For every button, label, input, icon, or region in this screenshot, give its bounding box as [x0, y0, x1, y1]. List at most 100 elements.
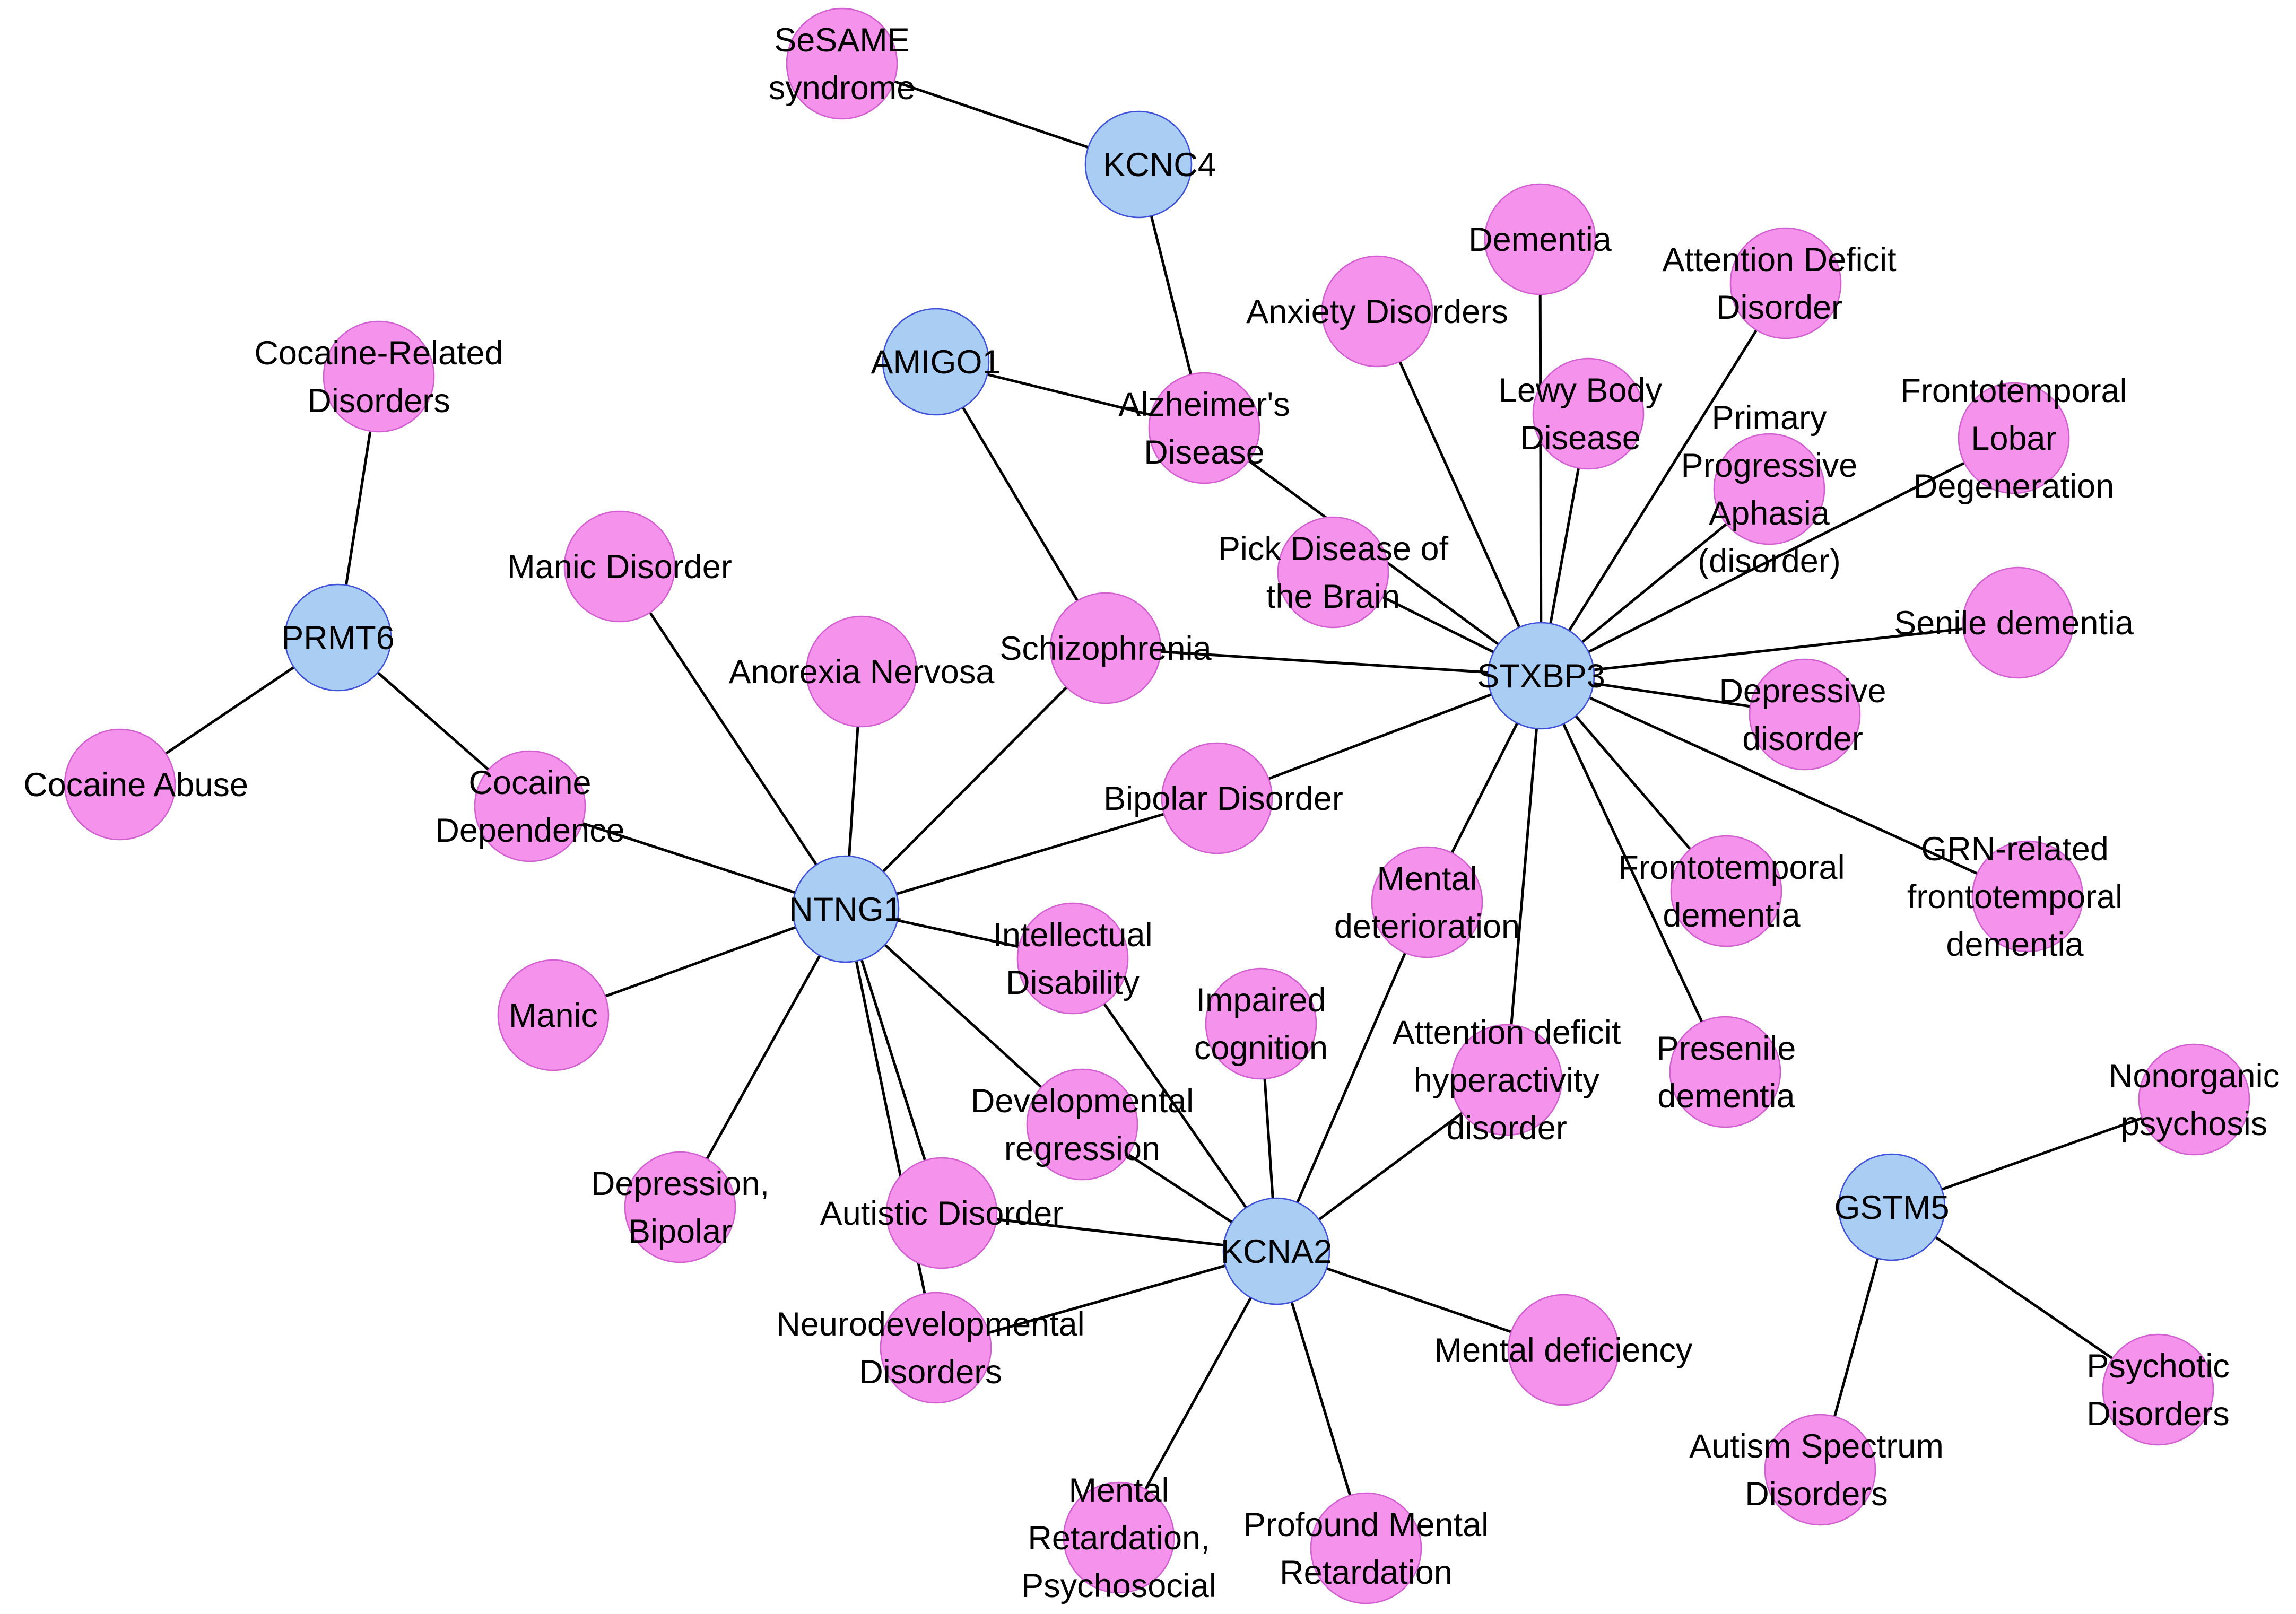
disease-label-line: SeSAME — [774, 22, 910, 59]
disease-node-dementia[interactable] — [1484, 183, 1596, 295]
disease-label-line: Mental — [1068, 1472, 1169, 1509]
disease-node-manic-disorder[interactable] — [563, 510, 676, 623]
disease-node-senile[interactable] — [1962, 566, 2074, 679]
disease-node-adhd[interactable] — [1450, 1024, 1563, 1136]
disease-node-alzheimers[interactable] — [1148, 372, 1260, 484]
disease-node-lewy[interactable] — [1532, 357, 1645, 470]
disease-label-line: Manic — [509, 997, 598, 1034]
disease-label-line: Disorders — [1745, 1476, 1888, 1513]
disease-node-mental-deficiency[interactable] — [1507, 1294, 1620, 1406]
disease-label-line: Primary — [1712, 399, 1827, 437]
edge-stxbp3-dementia — [1538, 239, 1543, 676]
edge-stxbp3-schizophrenia — [1105, 647, 1542, 677]
disease-node-profound[interactable] — [1310, 1492, 1422, 1604]
gene-label-gstm5: GSTM5 — [1834, 1189, 1949, 1226]
disease-node-schizophrenia[interactable] — [1049, 592, 1162, 704]
edge-kcna2-autistic — [941, 1211, 1277, 1253]
disease-label-line: psychosis — [2121, 1105, 2268, 1142]
disease-label-line: Retardation — [1280, 1554, 1453, 1591]
gene-node-gstm5[interactable] — [1838, 1153, 1946, 1261]
disease-node-grn[interactable] — [1971, 840, 2084, 953]
nodes-layer — [64, 7, 2250, 1604]
disease-label-cocaine-abuse: Cocaine Abuse — [23, 766, 248, 804]
gene-node-stxbp3[interactable] — [1487, 622, 1595, 730]
disease-node-anxiety[interactable] — [1321, 255, 1433, 368]
disease-label-line: Psychosocial — [1021, 1567, 1216, 1604]
gene-node-kcna2[interactable] — [1222, 1197, 1330, 1305]
disease-label-line: Cocaine Abuse — [23, 766, 248, 804]
gene-node-amigo1[interactable] — [882, 308, 990, 416]
disease-label-line: Depressive — [1719, 673, 1886, 710]
disease-node-psychotic[interactable] — [2102, 1333, 2214, 1446]
disease-label-anorexia: Anorexia Nervosa — [729, 653, 995, 691]
disease-label-line: Autism Spectrum — [1689, 1428, 1944, 1465]
disease-label-line: Cocaine-Related — [254, 335, 503, 372]
disease-node-pick[interactable] — [1277, 516, 1389, 629]
disease-node-intellectual[interactable] — [1016, 902, 1129, 1015]
gene-node-prmt6[interactable] — [284, 583, 392, 692]
disease-label-line: Retardation, — [1028, 1520, 1210, 1557]
disease-label-line: Impaired — [1196, 982, 1326, 1019]
disease-label-line: Anorexia Nervosa — [729, 653, 995, 691]
disease-node-cocaine-abuse[interactable] — [64, 728, 176, 841]
disease-node-sesame[interactable] — [786, 7, 898, 120]
disease-node-cocaine-dependence[interactable] — [474, 750, 586, 862]
edge-stxbp3-ftld — [1540, 437, 2015, 677]
edge-kcna2-mental-det — [1275, 902, 1429, 1252]
disease-node-bipolar[interactable] — [1161, 742, 1273, 854]
disease-label-dementia: Dementia — [1468, 221, 1612, 258]
disease-node-ppa[interactable] — [1713, 433, 1825, 545]
disease-label-line: Presenile — [1657, 1030, 1796, 1067]
disease-label-line: Senile dementia — [1894, 605, 2134, 642]
disease-label-line: Psychotic — [2086, 1348, 2230, 1385]
disease-label-line: Mental deficiency — [1434, 1332, 1693, 1369]
gene-node-kcnc4[interactable] — [1084, 110, 1193, 219]
disease-node-manic[interactable] — [497, 959, 610, 1071]
disease-label-line: Schizophrenia — [999, 630, 1212, 667]
disease-label-line: (disorder) — [1698, 543, 1841, 580]
disease-node-depression-bipolar[interactable] — [624, 1151, 736, 1263]
disease-label-ftd: Frontotemporal dementia — [1618, 849, 1845, 934]
disease-node-add[interactable] — [1729, 227, 1842, 339]
disease-label-line: Frontotemporal — [1618, 849, 1845, 886]
disease-node-autistic[interactable] — [885, 1157, 998, 1269]
disease-node-asd[interactable] — [1764, 1414, 1876, 1526]
edge-ntng1-neurodev — [844, 909, 937, 1348]
disease-node-anorexia[interactable] — [805, 615, 918, 728]
disease-label-line: Disease — [1144, 434, 1265, 471]
disease-node-depressive[interactable] — [1749, 658, 1861, 771]
edge-stxbp3-senile — [1541, 621, 2019, 677]
edge-stxbp3-grn — [1540, 674, 2029, 898]
disease-node-nonorganic[interactable] — [2138, 1043, 2250, 1156]
disease-node-presenile[interactable] — [1669, 1016, 1781, 1128]
disease-node-mr-psychosocial[interactable] — [1063, 1481, 1175, 1594]
disease-node-ftd[interactable] — [1670, 835, 1782, 947]
disease-label-line: Disorder — [1716, 289, 1842, 326]
disease-node-dev-regression[interactable] — [1026, 1068, 1138, 1181]
disease-label-line: dementia — [1663, 897, 1801, 934]
edge-kcna2-intellectual — [1071, 957, 1278, 1252]
disease-label-line: Frontotemporal — [1900, 372, 2127, 409]
gene-label-stxbp3: STXBP3 — [1477, 658, 1605, 695]
disease-label-line: Lobar — [1971, 420, 2056, 457]
disease-node-cocaine-related[interactable] — [323, 320, 435, 433]
disease-node-impaired[interactable] — [1205, 967, 1317, 1080]
disease-node-ftld[interactable] — [1958, 382, 2070, 494]
disease-node-mental-det[interactable] — [1371, 846, 1483, 958]
gene-node-ntng1[interactable] — [792, 855, 900, 963]
disease-label-line: disorder — [1446, 1110, 1567, 1147]
edge-ntng1-manic-disorder — [618, 565, 847, 910]
disease-node-neurodev[interactable] — [880, 1292, 992, 1404]
